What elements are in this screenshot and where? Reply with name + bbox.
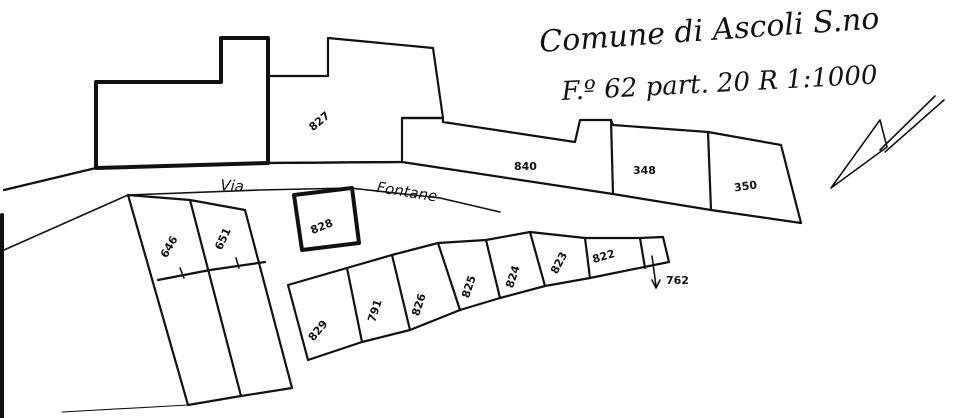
parcel-label-348: 348 (633, 164, 656, 177)
arrow-762 (651, 255, 661, 289)
divider-826-825 (436, 241, 462, 312)
street-label-fontane: Fontane (375, 178, 438, 205)
divider-646-651-lower (156, 260, 267, 282)
south-row-outline (286, 230, 671, 362)
building-bold-outline (94, 36, 270, 170)
parcel-label-350: 350 (733, 178, 758, 194)
divider-825-824 (484, 238, 502, 300)
parcel-label-826: 826 (409, 291, 429, 317)
divider-823-822 (583, 236, 592, 280)
divider-348-350 (706, 130, 713, 212)
parcel-label-824: 824 (503, 263, 523, 289)
parcel-label-822: 822 (591, 247, 617, 266)
divider-829-791 (345, 266, 364, 344)
title-line-2: F.º 62 part. 20 R 1:1000 (560, 60, 878, 107)
divider-822-762 (638, 236, 647, 270)
parcel-label-840: 840 (514, 160, 537, 173)
title-line-1: Comune di Ascoli S.no (538, 1, 880, 60)
tick-646 (179, 267, 185, 279)
parcel-828-outline (292, 186, 361, 252)
parcel-label-825: 825 (459, 274, 478, 300)
parcel-827-outline (266, 36, 445, 165)
north-arrow (830, 95, 945, 189)
divider-824-823 (528, 230, 547, 288)
street-lower-edge (3, 187, 501, 251)
parcel-label-828: 828 (309, 216, 335, 237)
parcel-label-823: 823 (548, 250, 570, 276)
divider-791-826 (390, 253, 412, 332)
lower-left-line (61, 404, 189, 413)
parcel-label-646: 646 (158, 233, 181, 260)
parcel-840-outline (400, 116, 803, 225)
tick-651 (235, 257, 240, 269)
street-upper-edge (2, 160, 404, 192)
block-646-651-outline (126, 193, 294, 407)
parcel-label-791: 791 (365, 298, 384, 324)
parcel-label-651: 651 (212, 226, 233, 252)
parcel-label-829: 829 (306, 318, 331, 344)
street-label-via: Via (220, 176, 245, 196)
divider-646-651 (188, 198, 243, 398)
divider-840-348 (609, 118, 615, 196)
parcel-label-762: 762 (666, 274, 689, 287)
parcel-label-827: 827 (306, 109, 332, 134)
